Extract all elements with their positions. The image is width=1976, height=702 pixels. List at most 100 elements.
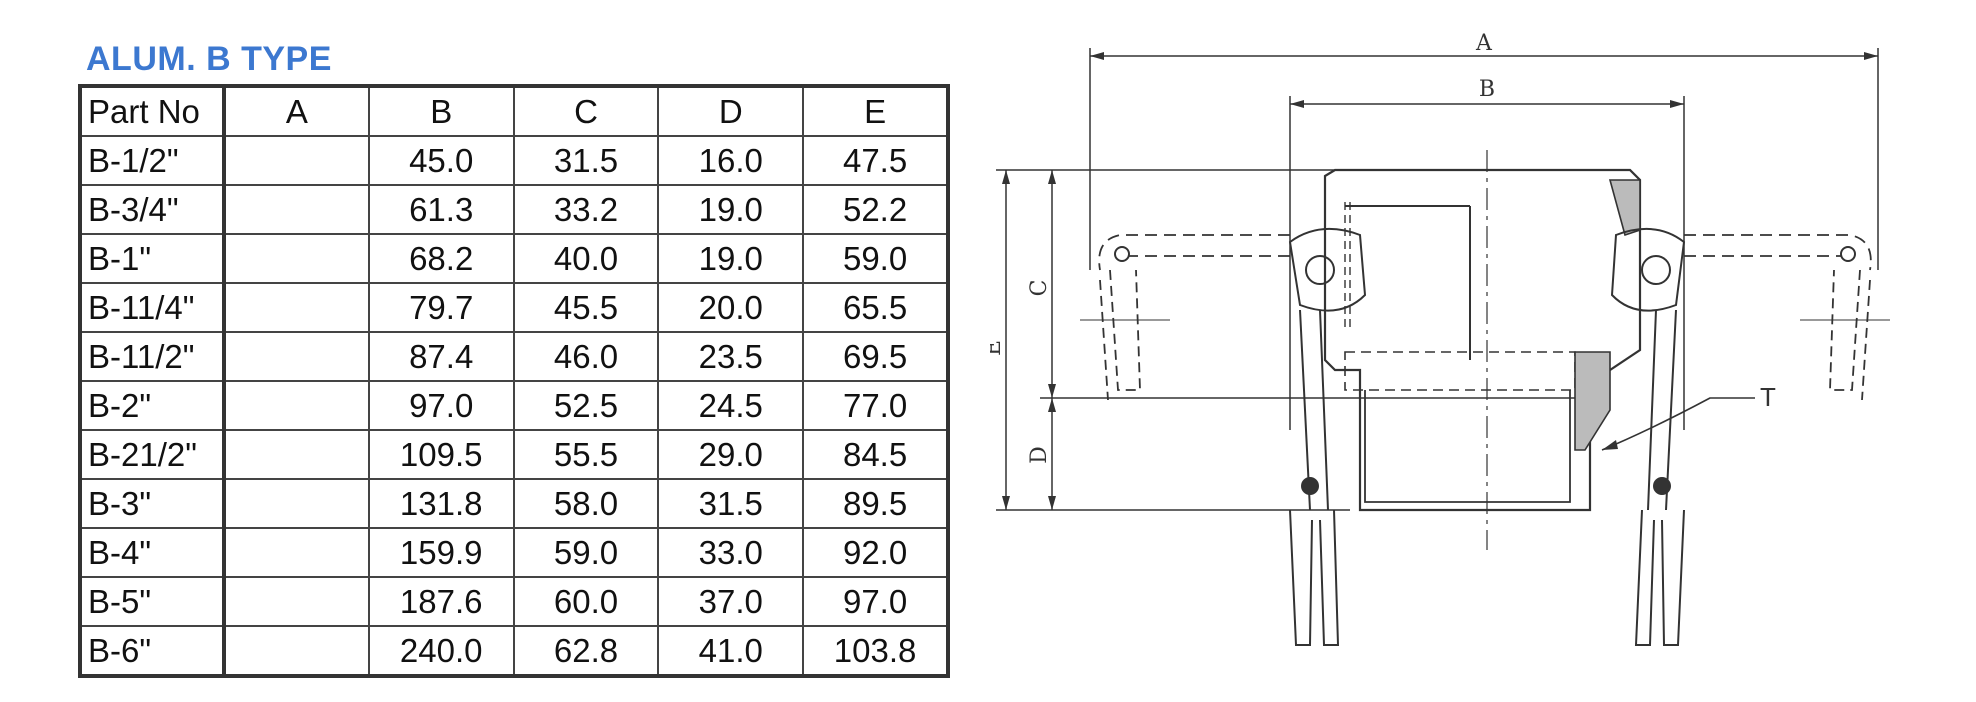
cell-part-no: B-2"	[79, 380, 226, 431]
dim-a-label: A	[1475, 31, 1493, 56]
cell-d: 16.0	[657, 135, 805, 186]
cell-c: 59.0	[512, 527, 660, 578]
t-leader-arrow	[1602, 440, 1618, 450]
dim-c-label: C	[1027, 280, 1052, 297]
dim-e-label: E	[990, 340, 1006, 356]
cell-b: 87.4	[367, 331, 515, 382]
cell-part-no: B-4"	[79, 527, 226, 578]
cell-e: 65.5	[802, 282, 949, 333]
right-open-handle	[1829, 269, 1871, 401]
coupling-body	[1323, 168, 1642, 512]
cell-e: 77.0	[802, 380, 949, 431]
cell-b: 68.2	[367, 233, 515, 284]
cell-a	[223, 576, 370, 627]
cell-b: 61.3	[367, 184, 515, 235]
left-open-handle	[1099, 269, 1141, 401]
cell-part-no: B-1"	[79, 233, 226, 284]
cell-a	[223, 233, 370, 284]
cell-c: 62.8	[512, 625, 660, 677]
cell-e: 89.5	[802, 478, 949, 529]
right-open-pin	[1840, 246, 1856, 262]
hidden-seal-groove	[1344, 351, 1576, 391]
t-label: T	[1760, 382, 1776, 412]
cell-e: 103.8	[802, 625, 949, 677]
left-lever-handle	[1289, 509, 1340, 646]
cell-b: 159.9	[367, 527, 515, 578]
cell-b: 187.6	[367, 576, 515, 627]
cell-d: 31.5	[657, 478, 805, 529]
cell-e: 97.0	[802, 576, 949, 627]
cell-b: 240.0	[367, 625, 515, 677]
cell-a	[223, 429, 370, 480]
cell-c: 45.5	[512, 282, 660, 333]
cell-b: 97.0	[367, 380, 515, 431]
right-lever-handle	[1634, 509, 1685, 646]
cell-a	[223, 625, 370, 677]
cell-part-no: B-1/2"	[79, 135, 226, 186]
left-open-lever	[1098, 234, 1290, 271]
section-hatch-top	[1608, 179, 1641, 237]
bore-hidden-lines	[1344, 202, 1351, 330]
cell-part-no: B-6"	[79, 625, 226, 677]
left-open-pin	[1114, 246, 1130, 262]
cell-d: 41.0	[657, 625, 805, 677]
cell-a	[223, 478, 370, 529]
page-title: ALUM. B TYPE	[86, 40, 332, 78]
cell-d: 29.0	[657, 429, 805, 480]
cell-d: 23.5	[657, 331, 805, 382]
header-a: A	[223, 85, 370, 137]
right-lever-arm	[1647, 309, 1677, 511]
cell-d: 37.0	[657, 576, 805, 627]
cell-b: 109.5	[367, 429, 515, 480]
coupling-drawing-svg: A B E C D	[990, 31, 1890, 646]
cell-c: 46.0	[512, 331, 660, 382]
header-b: B	[367, 85, 515, 137]
right-open-lever	[1684, 234, 1872, 271]
cell-part-no: B-11/4"	[79, 282, 226, 333]
cell-d: 20.0	[657, 282, 805, 333]
cell-b: 45.0	[367, 135, 515, 186]
cell-d: 19.0	[657, 184, 805, 235]
cell-part-no: B-3"	[79, 478, 226, 529]
table-header-row: Part No A B C D E	[79, 85, 949, 137]
cell-d: 24.5	[657, 380, 805, 431]
cell-d: 19.0	[657, 233, 805, 284]
cell-b: 131.8	[367, 478, 515, 529]
cell-e: 69.5	[802, 331, 949, 382]
cell-d: 33.0	[657, 527, 805, 578]
dim-d-arrows	[1048, 398, 1056, 510]
left-lever-arm	[1299, 309, 1329, 511]
cell-a	[223, 184, 370, 235]
cell-a	[223, 135, 370, 186]
right-ring-pin	[1653, 477, 1671, 495]
cell-c: 33.2	[512, 184, 660, 235]
cell-e: 52.2	[802, 184, 949, 235]
header-c: C	[512, 85, 660, 137]
cell-part-no: B-3/4"	[79, 184, 226, 235]
cell-a	[223, 331, 370, 382]
right-cam	[1610, 227, 1686, 312]
cell-e: 59.0	[802, 233, 949, 284]
cell-a	[223, 527, 370, 578]
cell-a	[223, 282, 370, 333]
cell-c: 31.5	[512, 135, 660, 186]
cell-e: 47.5	[802, 135, 949, 186]
cell-c: 60.0	[512, 576, 660, 627]
section-hatch	[1574, 351, 1611, 451]
cell-c: 55.5	[512, 429, 660, 480]
cell-b: 79.7	[367, 282, 515, 333]
dim-d-label: D	[1027, 446, 1052, 464]
header-e: E	[802, 85, 949, 137]
threaded-end	[1364, 390, 1571, 503]
